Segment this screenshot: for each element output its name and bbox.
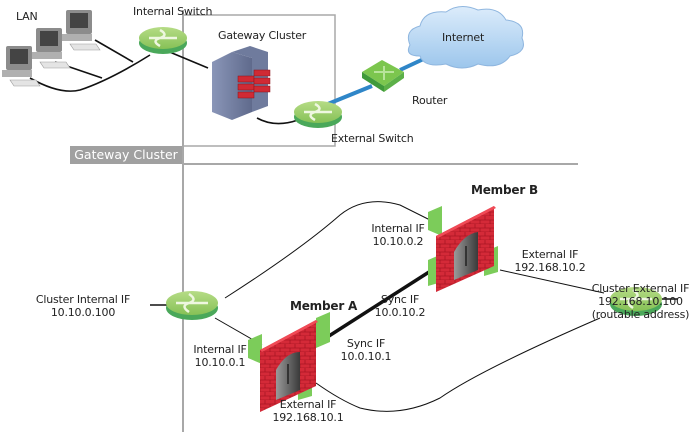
gateway-cluster-box-label: Gateway Cluster bbox=[218, 29, 307, 42]
member-a-sync-if-title: Sync IF bbox=[346, 337, 386, 350]
computer-icon bbox=[32, 28, 71, 69]
cluster-external-switch-icon bbox=[610, 287, 662, 316]
member-a-external-if-title: External IF bbox=[279, 398, 337, 411]
member-b-sync-if-ip: 10.0.10.2 bbox=[374, 306, 426, 319]
cluster-internal-if-title: Cluster Internal IF bbox=[35, 293, 131, 306]
member-b-external-if-title: External IF bbox=[521, 248, 579, 261]
member-b-external-if-ip: 192.168.10.2 bbox=[514, 261, 586, 274]
member-a-external-if-ip: 192.168.10.1 bbox=[272, 411, 344, 424]
member-b-internal-if-label: Internal IF 10.10.0.2 bbox=[368, 222, 428, 248]
internal-switch-label: Internal Switch bbox=[133, 5, 213, 18]
gateway-cluster-servers-icon bbox=[212, 46, 271, 120]
member-a-title: Member A bbox=[290, 299, 358, 313]
cluster-external-if-title: Cluster External IF bbox=[591, 282, 690, 295]
computer-icon bbox=[62, 10, 101, 51]
gateway-cluster-section-tab: Gateway Cluster bbox=[70, 146, 182, 164]
member-b-sync-if-label: Sync IF 10.0.10.2 bbox=[372, 293, 428, 319]
member-a-sync-if-ip: 10.0.10.1 bbox=[340, 350, 392, 363]
member-b-title: Member B bbox=[471, 183, 538, 197]
section-dividers bbox=[182, 10, 578, 432]
cluster-external-if-label: Cluster External IF 192.168.10.100 (rout… bbox=[588, 282, 693, 321]
member-a-internal-if-title: Internal IF bbox=[193, 343, 247, 356]
internal-switch-icon bbox=[139, 27, 187, 54]
member-a-firewall-icon bbox=[248, 312, 330, 412]
member-b-external-if-label: External IF 192.168.10.2 bbox=[512, 248, 588, 274]
cluster-external-if-ip: 192.168.10.100 bbox=[598, 295, 683, 308]
member-b-internal-if-ip: 10.10.0.2 bbox=[372, 235, 424, 248]
computer-icon bbox=[2, 46, 41, 87]
router-label: Router bbox=[412, 94, 448, 107]
lan-computers bbox=[2, 10, 101, 87]
cluster-internal-if-label: Cluster Internal IF 10.10.0.100 bbox=[18, 293, 148, 319]
internet-cloud-icon bbox=[407, 6, 524, 69]
member-b-internal-if-title: Internal IF bbox=[371, 222, 425, 235]
member-a-sync-if-label: Sync IF 10.0.10.1 bbox=[338, 337, 394, 363]
member-b-sync-if-title: Sync IF bbox=[380, 293, 420, 306]
cluster-external-if-note: (routable address) bbox=[591, 308, 690, 321]
cluster-internal-if-ip: 10.10.0.100 bbox=[50, 306, 116, 319]
external-switch-label: External Switch bbox=[331, 132, 414, 145]
lan-label: LAN bbox=[16, 10, 38, 23]
member-a-internal-if-ip: 10.10.0.1 bbox=[194, 356, 246, 369]
member-a-internal-if-label: Internal IF 10.10.0.1 bbox=[190, 343, 250, 369]
cluster-internal-switch-icon bbox=[166, 291, 218, 320]
gateway-cluster-box bbox=[182, 14, 336, 147]
router-icon bbox=[362, 60, 404, 92]
member-a-external-if-label: External IF 192.168.10.1 bbox=[270, 398, 346, 424]
member-b-firewall-icon bbox=[428, 206, 498, 292]
external-switch-icon bbox=[294, 101, 342, 128]
internet-label: Internet bbox=[442, 31, 485, 44]
